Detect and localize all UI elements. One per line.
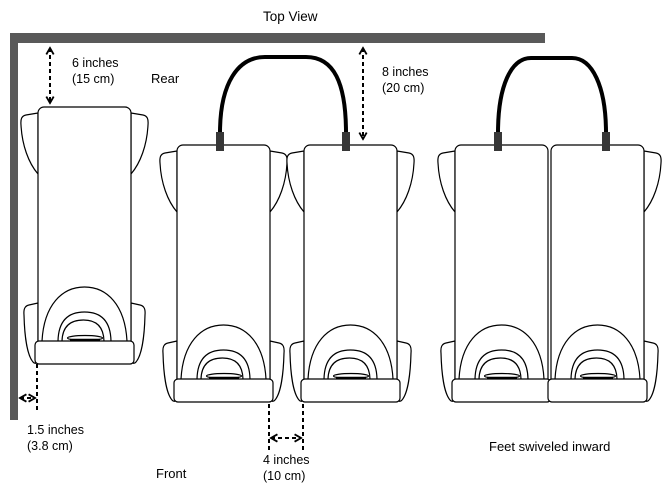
page-title: Top View	[263, 9, 318, 24]
speaker-middle-right	[286, 132, 415, 404]
dimension-metric: (3.8 cm)	[27, 439, 73, 453]
dimension-side-wall: 1.5 inches (3.8 cm)	[20, 364, 84, 453]
speaker-cabinet	[450, 143, 553, 404]
speaker-cable-right-pair	[496, 56, 608, 135]
speaker-cabinet	[172, 143, 275, 404]
speaker-cabinet	[546, 143, 649, 404]
dimension-metric: (10 cm)	[263, 469, 305, 483]
speaker-single	[20, 105, 149, 366]
cable-connector	[602, 132, 610, 151]
feet-swiveled-label: Feet swiveled inward	[489, 439, 610, 454]
speaker-swiveled-right	[546, 132, 662, 404]
cable-connector	[494, 132, 502, 151]
wall-top	[10, 33, 545, 43]
speaker-middle-left	[159, 132, 288, 404]
speaker-feet-right	[643, 150, 662, 402]
dimension-rear-wall-single: 6 inches (15 cm)	[50, 48, 119, 103]
speaker-swiveled-left	[437, 132, 553, 404]
speaker-cabinet	[33, 105, 136, 366]
speaker-feet-left	[159, 150, 178, 402]
dimension-rear-wall-pair: 8 inches (20 cm)	[363, 48, 429, 139]
front-label: Front	[156, 466, 187, 481]
speaker-feet-left	[20, 112, 39, 364]
dimension-value: 1.5 inches	[27, 423, 84, 437]
dimension-value: 6 inches	[72, 56, 119, 70]
wall-left	[10, 33, 18, 420]
dimension-value: 4 inches	[263, 453, 310, 467]
speaker-feet-right	[130, 112, 149, 364]
speaker-feet-right	[396, 150, 415, 402]
dimension-value: 8 inches	[382, 65, 429, 79]
cable-connector	[342, 132, 350, 151]
dimension-metric: (20 cm)	[382, 81, 424, 95]
speaker-feet-left	[286, 150, 305, 402]
rear-label: Rear	[151, 71, 180, 86]
speaker-feet-left	[437, 150, 456, 402]
cable-connector	[216, 132, 224, 151]
speaker-feet-right	[269, 150, 288, 402]
dimension-between-pair: 4 inches (10 cm)	[263, 404, 310, 483]
speaker-cable-middle-pair	[218, 55, 348, 135]
speaker-cabinet	[299, 143, 402, 404]
dimension-metric: (15 cm)	[72, 72, 114, 86]
